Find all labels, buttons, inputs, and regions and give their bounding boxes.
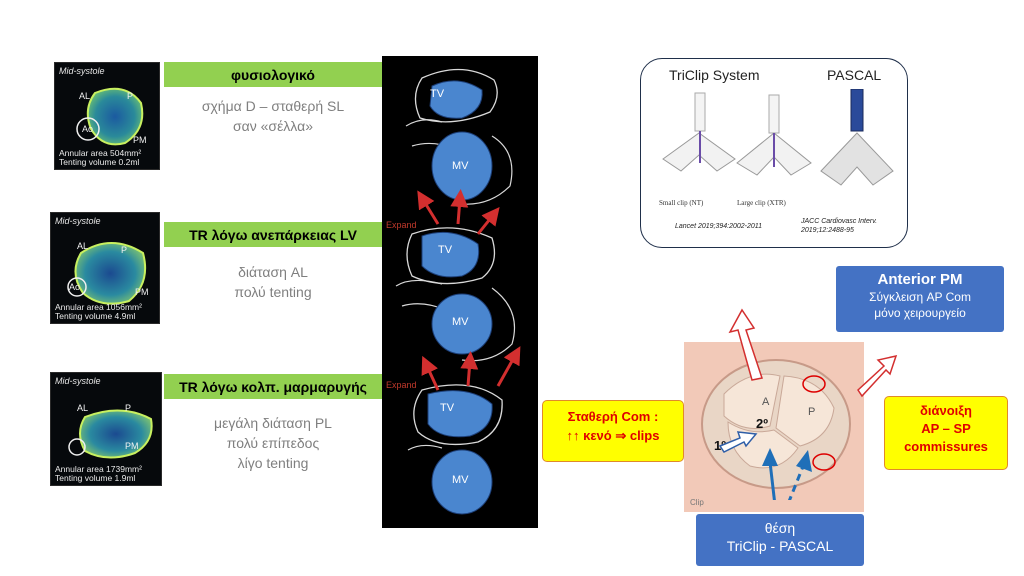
tricuspid-valve-illustration: A P 1º 2º Clip: [684, 342, 864, 512]
annular-area: Annular area 504mm²: [59, 148, 142, 158]
schematic-panel-atrial-fibrillation: Expand TV MV: [382, 370, 538, 528]
large-clip-label: Large clip (XTR): [737, 199, 786, 207]
device-position-line1: θέση: [764, 520, 796, 536]
annular-area: Annular area 1739mm²: [55, 464, 142, 474]
anterior-pm-title: Anterior PM: [877, 271, 963, 288]
commissure-opening-line3: commissures: [904, 439, 988, 454]
device-illustrations: [662, 89, 894, 186]
expand-label: Expand: [386, 220, 417, 230]
heading-lv-dysfunction: TR λόγω ανεπάρκειας LV: [164, 222, 382, 247]
echo-measurements: Annular area 1056mm² Tenting volume 4.9m…: [55, 303, 142, 321]
echo-image-normal: Mid-systole AL P Ao PM Annular area 504m…: [54, 62, 160, 170]
annular-area: Annular area 1056mm²: [55, 302, 142, 312]
description-lv-dysfunction: διάταση AL πολύ tenting: [164, 262, 382, 302]
echo-image-lv-dysfunction: Mid-systole AL P Ao PM Annular area 1056…: [50, 212, 160, 324]
echo-label-pm: PM: [133, 135, 147, 145]
desc-line: σαν «σέλλα»: [233, 118, 313, 134]
schematic-panel-normal: TV MV: [382, 56, 538, 214]
fixed-commissure-line1: Σταθερή Com :: [567, 409, 659, 424]
anterior-pm-line1: Σύγκλειση AP Com: [869, 290, 971, 304]
clip-label: Clip: [690, 498, 704, 507]
echo-phase-label: Mid-systole: [59, 66, 105, 76]
tv-label: TV: [430, 88, 445, 100]
annulus-3d-render: [67, 242, 147, 305]
echo-measurements: Annular area 1739mm² Tenting volume 1.9m…: [55, 465, 142, 483]
anterior-pm-line2: μόνο χειρουργείο: [874, 306, 966, 320]
annulus-3d-render: [76, 87, 144, 146]
device-position-line2: TriClip - PASCAL: [726, 538, 834, 554]
echo-label-p: P: [125, 403, 132, 413]
reference-lancet: Lancet 2019;394:2002-2011: [675, 223, 763, 230]
heading-atrial-fibrillation: TR λόγω κολπ. μαρμαρυγής: [164, 374, 382, 399]
tenting-volume: Tenting volume 1.9ml: [55, 473, 136, 483]
desc-line: πολύ tenting: [234, 284, 312, 300]
echo-label-pm: PM: [125, 441, 139, 451]
pascal-title: PASCAL: [827, 67, 882, 83]
echo-phase-label: Mid-systole: [55, 376, 101, 386]
triclip-title: TriClip System: [669, 67, 760, 83]
devices-panel: TriClip System PASCAL Small clip (NT) La…: [640, 58, 908, 248]
fixed-commissure-line2: ↑↑ κενό ⇒ clips: [566, 428, 660, 443]
valve-direction-arrows: [718, 308, 898, 500]
heading-normal: φυσιολογικό: [164, 62, 382, 87]
echo-label-al: AL: [77, 403, 89, 413]
description-atrial-fibrillation: μεγάλη διάταση PL πολύ επίπεδος λίγο ten…: [164, 413, 382, 473]
mv-label: MV: [452, 474, 469, 486]
small-clip-label: Small clip (NT): [659, 199, 704, 207]
commissure-opening-line1: διάνοιξη: [920, 403, 972, 418]
desc-line: λίγο tenting: [237, 455, 309, 471]
annulus-3d-render: [68, 409, 153, 459]
commissure-opening-note: διάνοιξη AP – SP commissures: [884, 396, 1008, 470]
echo-label-al: AL: [77, 241, 89, 251]
mv-label: MV: [452, 160, 469, 172]
ref-line: 2019;12:2488-95: [801, 227, 854, 234]
fixed-commissure-note: Σταθερή Com : ↑↑ κενό ⇒ clips: [542, 400, 684, 462]
leaflet-p-label: P: [808, 406, 816, 418]
schematic-panel-lv-dysfunction: Expand TV MV: [382, 214, 538, 370]
echo-image-atrial-fibrillation: Mid-systole AL P PM Annular area 1739mm²…: [50, 372, 162, 486]
echo-label-pm: PM: [135, 287, 149, 297]
mv-label: MV: [452, 316, 469, 328]
tenting-volume: Tenting volume 4.9ml: [55, 311, 136, 321]
second-position-label: 2º: [756, 416, 768, 431]
echo-label-p: P: [127, 91, 134, 101]
ref-line: JACC Cardiovasc Interv.: [801, 218, 878, 225]
desc-line: μεγάλη διάταση PL: [214, 415, 332, 431]
echo-measurements: Annular area 504mm² Tenting volume 0.2ml: [59, 149, 141, 167]
desc-line: διάταση AL: [238, 264, 308, 280]
desc-line: πολύ επίπεδος: [226, 435, 320, 451]
tv-label: TV: [438, 244, 453, 256]
echo-label-ao: Ao: [69, 282, 81, 292]
leaflet-a-label: A: [762, 396, 770, 408]
reference-jacc: JACC Cardiovasc Interv. 2019;12:2488-95: [801, 217, 877, 235]
expand-label: Expand: [386, 380, 417, 390]
echo-phase-label: Mid-systole: [55, 216, 101, 226]
tv-label: TV: [440, 402, 455, 414]
echo-label-al: AL: [79, 91, 91, 101]
anterior-pm-box: Anterior PM Σύγκλειση AP Com μόνο χειρου…: [836, 266, 1004, 332]
expand-arrows: [417, 189, 521, 391]
device-position-box: θέση TriClip - PASCAL: [696, 514, 864, 566]
desc-line: σχήμα D – σταθερή SL: [201, 98, 345, 114]
tenting-volume: Tenting volume 0.2ml: [59, 157, 140, 167]
echo-label-p: P: [121, 245, 128, 255]
commissure-opening-line2: AP – SP: [921, 421, 971, 436]
description-normal: σχήμα D – σταθερή SL σαν «σέλλα»: [164, 96, 382, 136]
echo-label-ao: Ao: [82, 124, 94, 134]
